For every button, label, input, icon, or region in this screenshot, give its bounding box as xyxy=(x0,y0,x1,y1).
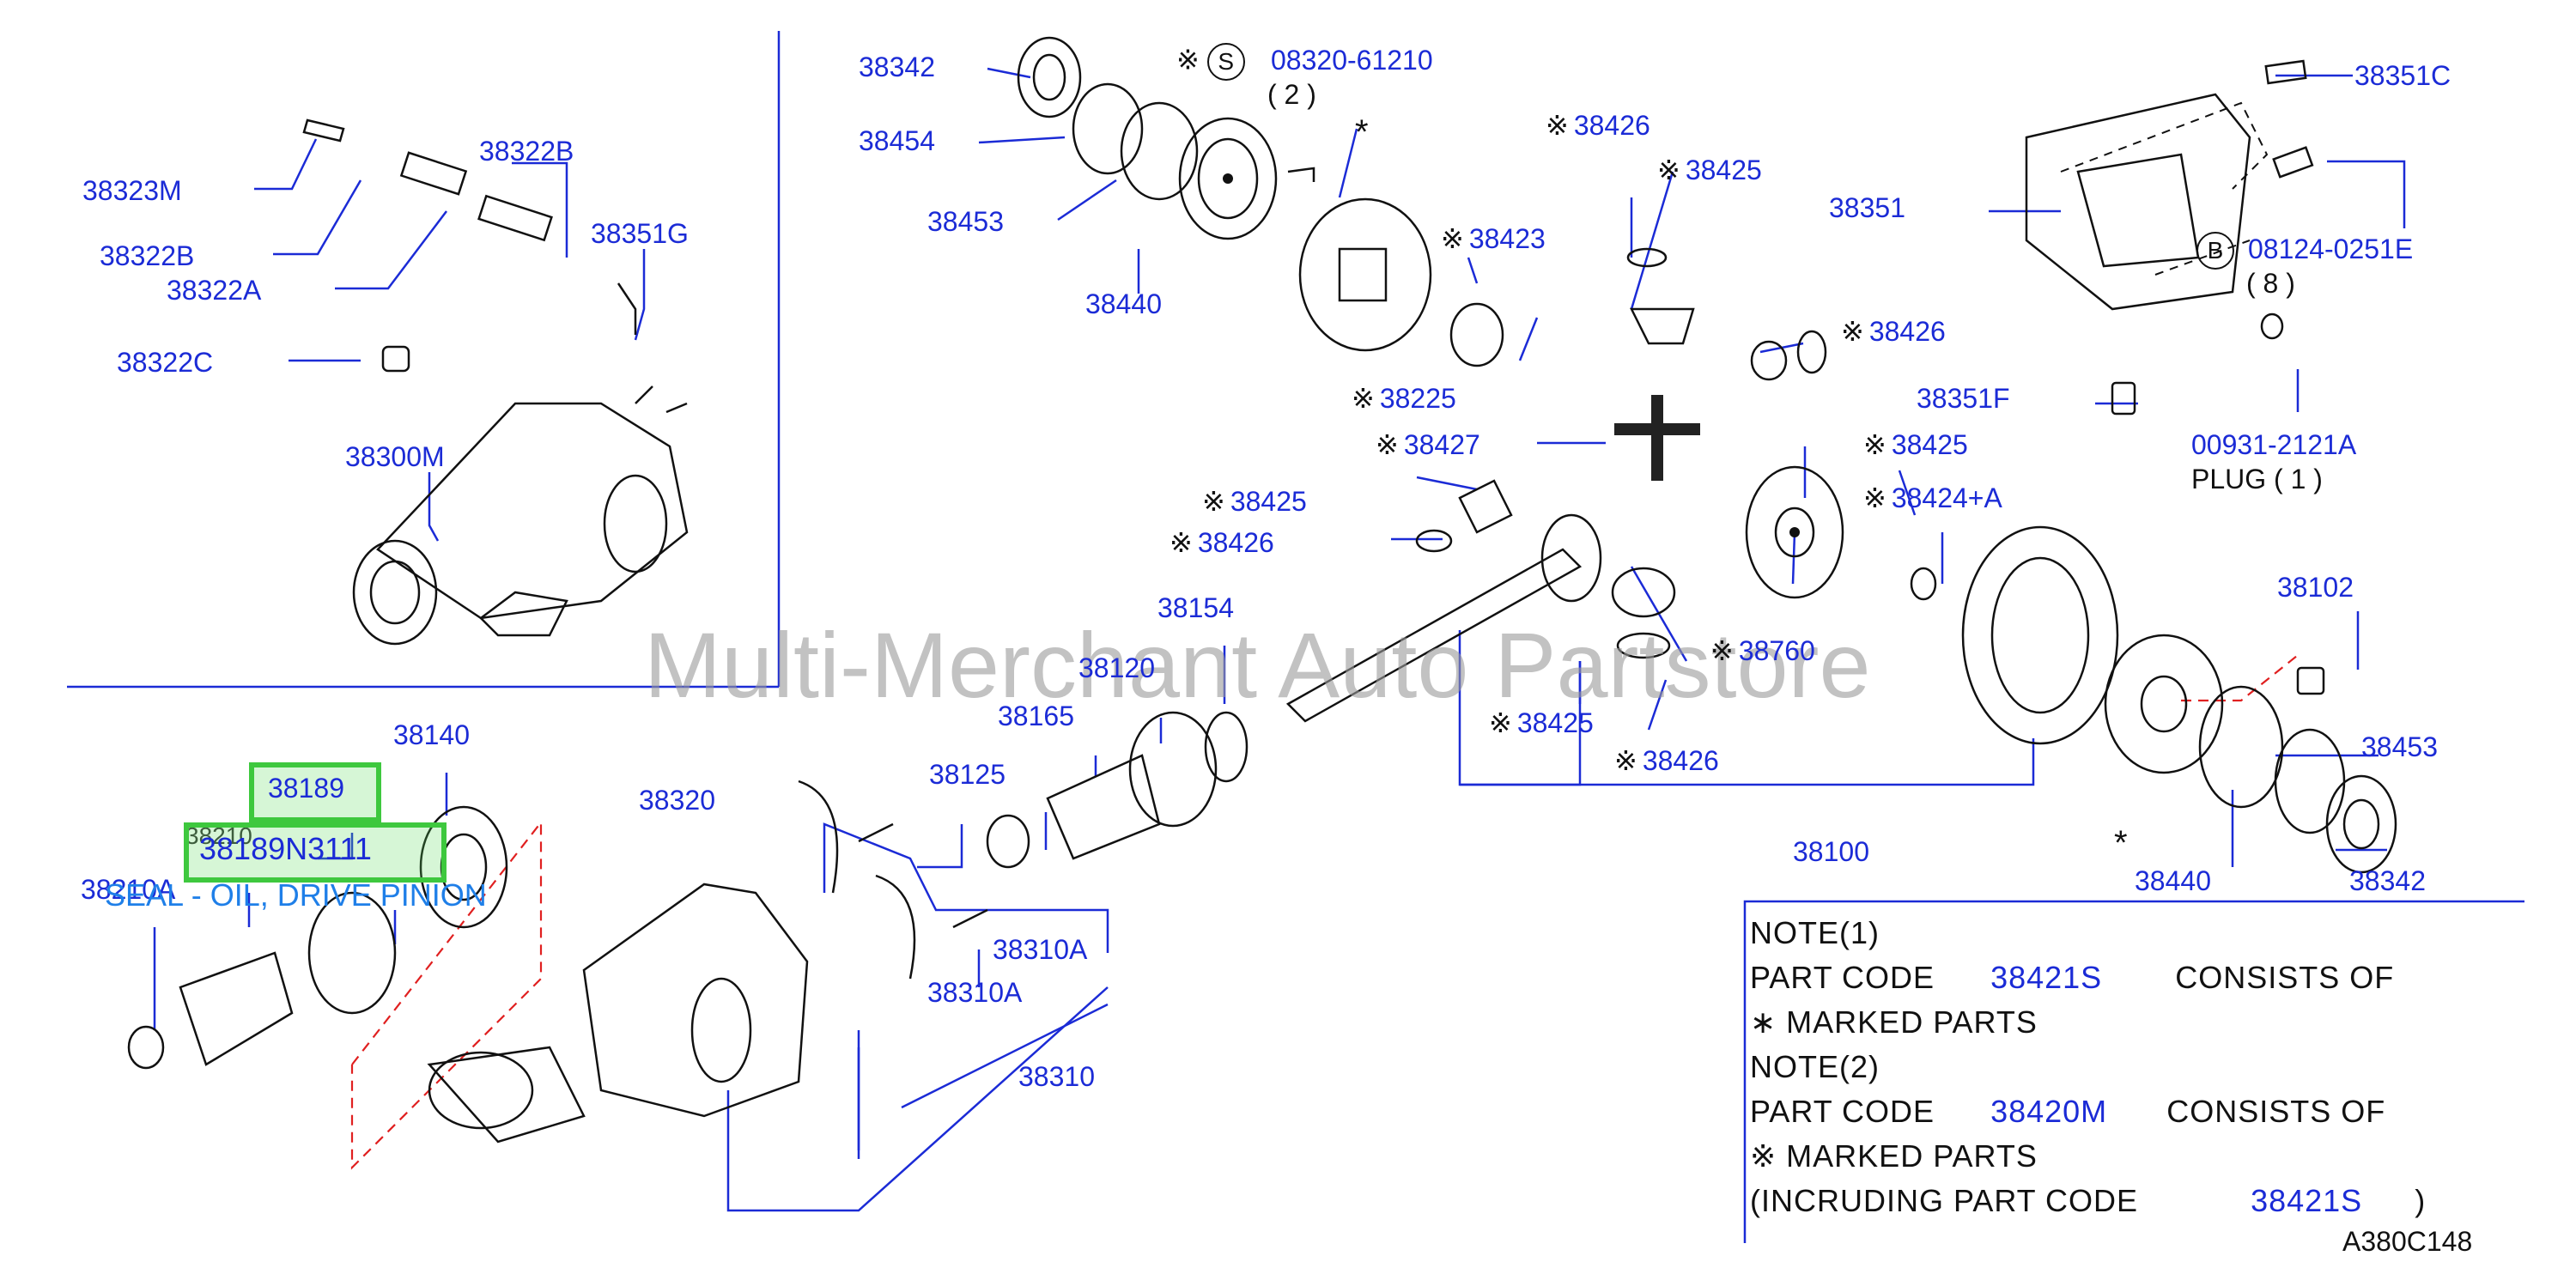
part-label-38424a[interactable]: ※38424+A xyxy=(1863,482,2002,513)
part-label-38322c[interactable]: 38322C xyxy=(117,347,214,378)
part-label-38426-a[interactable]: ※38426 xyxy=(1546,110,1650,141)
rear-cover-icon xyxy=(2025,93,2251,311)
part-label-38102[interactable]: 38102 xyxy=(2277,572,2354,603)
part-label-38310[interactable]: 38310 xyxy=(1018,1061,1095,1092)
part-label-38210[interactable]: 38210 xyxy=(185,822,252,849)
part-label-38125[interactable]: 38125 xyxy=(929,759,1005,790)
part-label-08320-61210[interactable]: 08320-61210 xyxy=(1271,45,1433,76)
part-label-38423[interactable]: ※38423 xyxy=(1441,223,1546,254)
differential-assembly-icon xyxy=(352,385,689,646)
part-label-38120[interactable]: 38120 xyxy=(1078,652,1155,683)
part-label-38454[interactable]: 38454 xyxy=(859,125,935,156)
note2-line1: PART CODE 38420M CONSISTS OF xyxy=(1750,1094,2386,1129)
part-label-38440-top[interactable]: 38440 xyxy=(1085,288,1162,319)
pinion-dashed-line xyxy=(2181,652,2302,702)
special-ref-b: B xyxy=(2196,232,2243,270)
highlight-38189-box[interactable] xyxy=(249,762,381,822)
star-marker-right: * xyxy=(2114,824,2128,862)
b-circle-icon: B xyxy=(2196,232,2234,270)
part-label-38351[interactable]: 38351 xyxy=(1829,192,1905,223)
star-marker: * xyxy=(1355,113,1369,151)
plug-quantity: PLUG ( 1 ) xyxy=(2191,464,2323,494)
part-label-38322b-lower[interactable]: 38322B xyxy=(100,240,195,271)
part-label-38300m[interactable]: 38300M xyxy=(345,441,445,472)
part-label-38323m[interactable]: 38323M xyxy=(82,175,182,206)
note2-part-code[interactable]: 38420M xyxy=(1990,1094,2108,1129)
part-label-38425-b[interactable]: ※38425 xyxy=(1863,429,1968,460)
part-label-38453-top[interactable]: 38453 xyxy=(927,206,1004,237)
part-label-38425-d[interactable]: ※38425 xyxy=(1489,707,1594,738)
highlight-part-number-box[interactable] xyxy=(184,822,447,883)
part-label-38310a-lower[interactable]: 38310A xyxy=(927,977,1023,1008)
s-quantity: ( 2 ) xyxy=(1267,79,1316,110)
note2-line2: ※ MARKED PARTS xyxy=(1750,1138,2038,1174)
part-label-38760[interactable]: ※38760 xyxy=(1710,635,1815,666)
drive-pinion-icon xyxy=(1285,513,1602,723)
part-label-38342-top[interactable]: 38342 xyxy=(859,52,935,82)
part-label-38453-right[interactable]: 38453 xyxy=(2361,731,2438,762)
diff-carrier-icon xyxy=(2104,634,2397,874)
part-label-38100[interactable]: 38100 xyxy=(1793,836,1869,867)
part-label-38154[interactable]: 38154 xyxy=(1157,592,1234,623)
highlight-part-number[interactable]: 38189N3111 xyxy=(199,831,372,866)
part-label-38351g[interactable]: 38351G xyxy=(591,218,689,249)
note2-title: NOTE(2) xyxy=(1750,1049,1880,1084)
part-label-38426-d[interactable]: ※38426 xyxy=(1614,745,1719,776)
seal-dashed-outline xyxy=(350,819,543,1170)
differential-case-icon xyxy=(1287,167,1432,352)
note2-line3: (INCRUDING PART CODE 38421S ) xyxy=(1750,1183,2427,1218)
part-label-38351f[interactable]: 38351F xyxy=(1917,383,2010,414)
part-label-38322a[interactable]: 38322A xyxy=(167,275,262,306)
part-label-38210a[interactable]: 38210A xyxy=(81,874,176,905)
note1-part-code[interactable]: 38421S xyxy=(1990,960,2103,995)
part-label-38426-c[interactable]: ※38426 xyxy=(1170,527,1274,558)
note-box-frame xyxy=(1743,900,2524,1243)
part-label-08124-0251e[interactable]: 08124-0251E xyxy=(2248,234,2414,264)
diagram-code: A380C148 xyxy=(2342,1226,2473,1257)
watermark-text: Multi-Merchant Auto Partstore xyxy=(644,613,1871,717)
part-label-38427[interactable]: ※38427 xyxy=(1376,429,1480,460)
note1-line2: ∗ MARKED PARTS xyxy=(1750,1004,2038,1040)
part-label-38342-right[interactable]: 38342 xyxy=(2349,865,2426,896)
note2-included-part-code[interactable]: 38421S xyxy=(2251,1183,2363,1218)
note1-title: NOTE(1) xyxy=(1750,915,1880,950)
part-label-38310a-upper[interactable]: 38310A xyxy=(993,934,1088,965)
part-label-38426-b[interactable]: ※38426 xyxy=(1841,316,1946,347)
highlight-description: SEAL - OIL, DRIVE PINION xyxy=(105,877,487,913)
s-circle-icon: S xyxy=(1206,43,1245,81)
part-label-38351c[interactable]: 38351C xyxy=(2354,60,2451,91)
vent-hose-icon xyxy=(302,118,637,373)
part-label-38189[interactable]: 38189 xyxy=(268,773,344,804)
part-label-38225[interactable]: ※38225 xyxy=(1352,383,1456,414)
part-label-38425-a[interactable]: ※38425 xyxy=(1657,155,1762,185)
part-label-38140[interactable]: 38140 xyxy=(393,719,470,750)
part-label-38425-c[interactable]: ※38425 xyxy=(1202,486,1307,517)
part-label-38440-right[interactable]: 38440 xyxy=(2135,865,2211,896)
bearing-icon xyxy=(1017,36,1278,240)
part-label-38165[interactable]: 38165 xyxy=(998,701,1074,731)
special-ref-s: ※ S xyxy=(1176,43,1254,81)
part-label-38322b-upper[interactable]: 38322B xyxy=(479,136,574,167)
part-label-00931-2121a[interactable]: 00931-2121A xyxy=(2191,429,2357,460)
differential-housing-icon xyxy=(427,883,809,1144)
ring-gear-icon xyxy=(1961,525,2119,745)
marker-symbol: ※ xyxy=(1176,44,1200,76)
note1-line1: PART CODE 38421S CONSISTS OF xyxy=(1750,960,2395,995)
part-label-38320[interactable]: 38320 xyxy=(639,785,715,816)
b-quantity: ( 8 ) xyxy=(2246,268,2295,299)
